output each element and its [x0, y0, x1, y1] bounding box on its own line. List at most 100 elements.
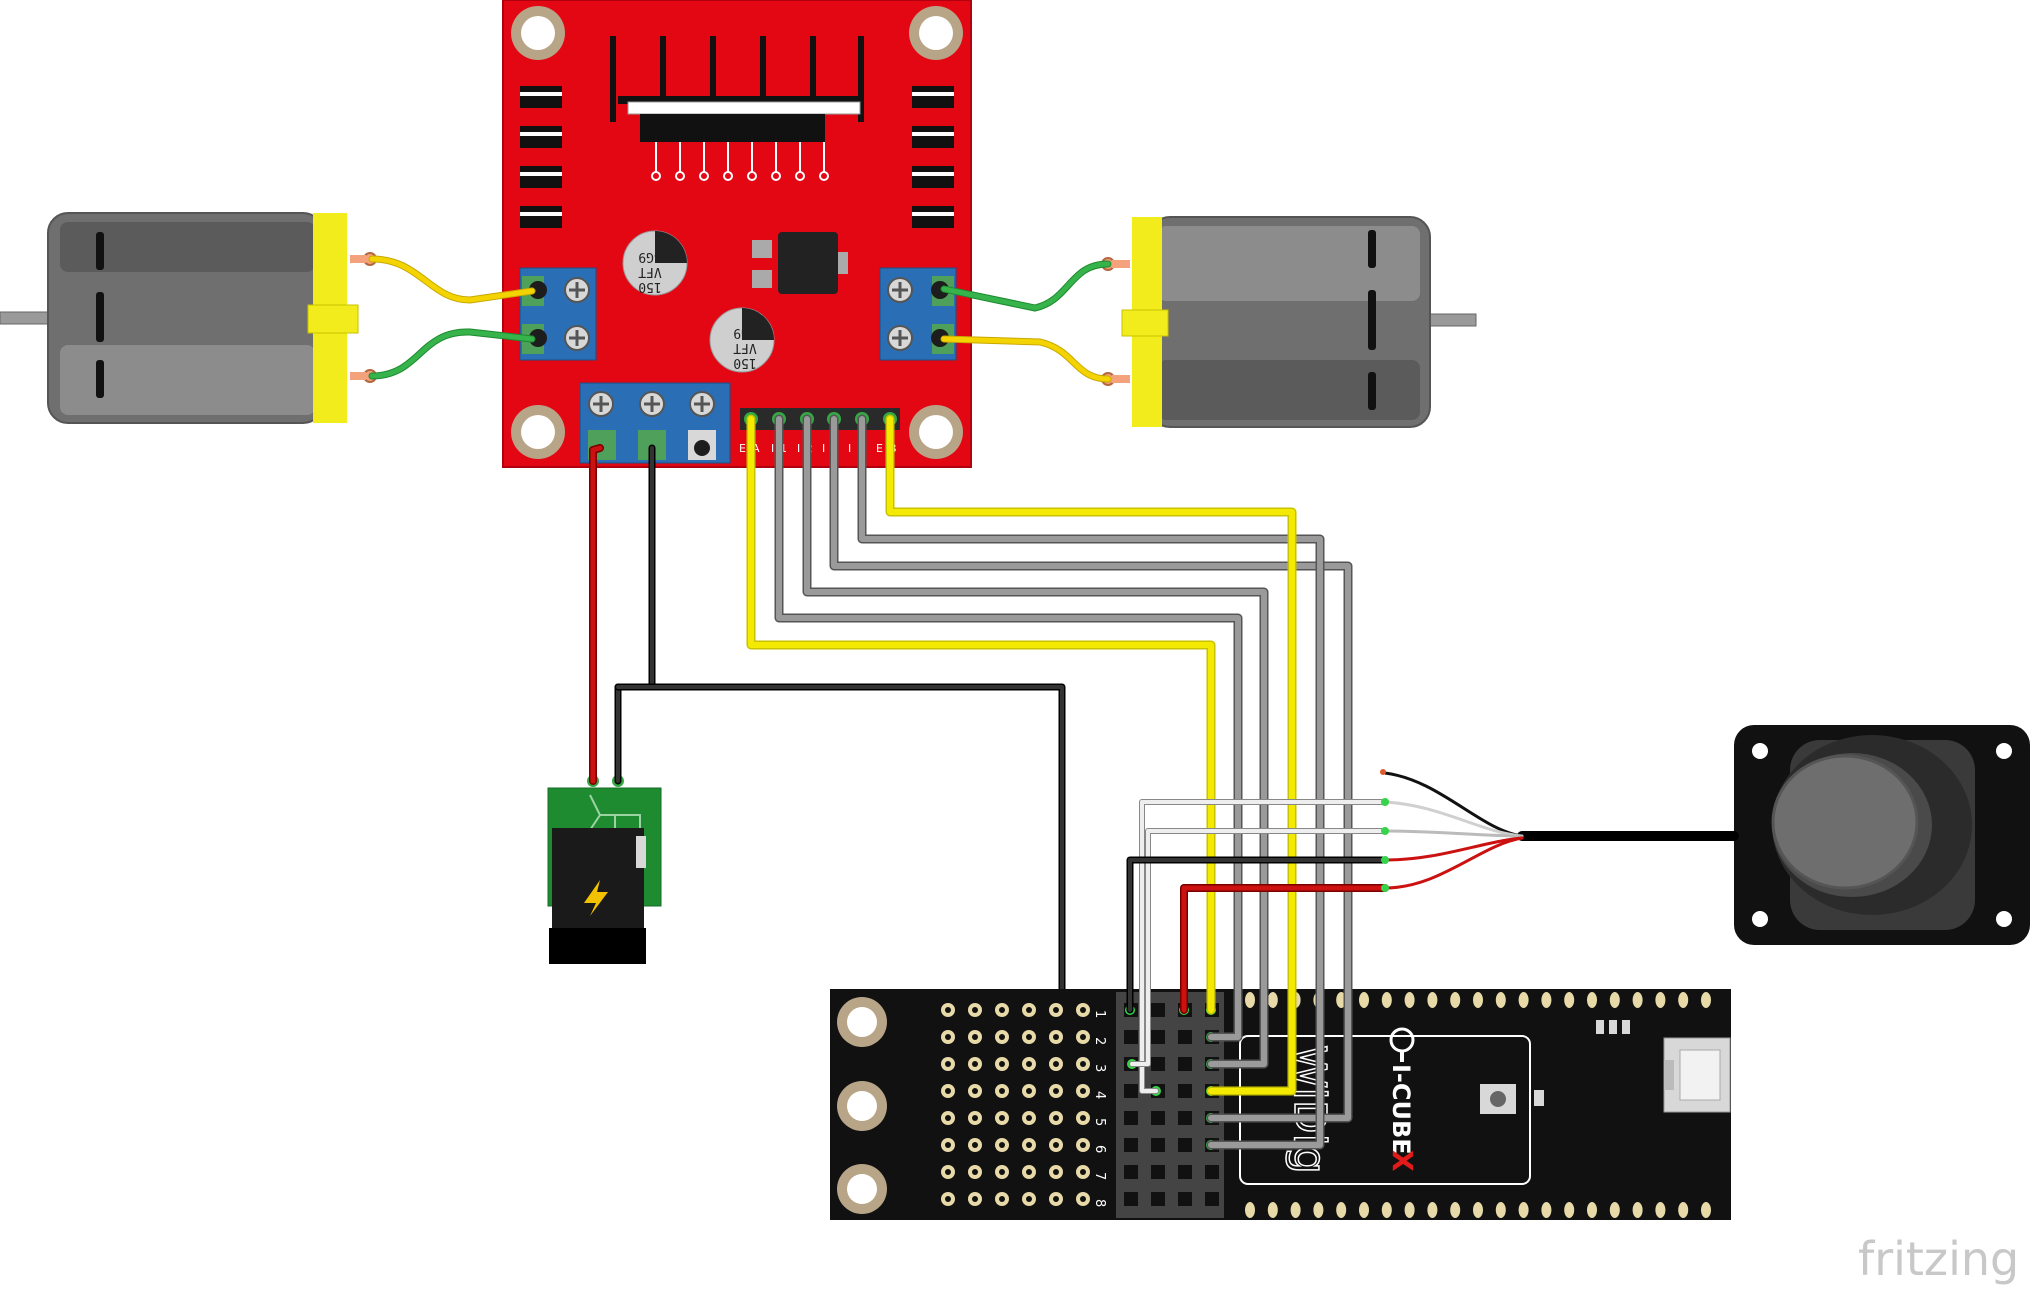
header-hole	[1124, 1084, 1138, 1098]
edge-pin	[1267, 1202, 1278, 1218]
header-hole	[1151, 1111, 1165, 1125]
edge-pin	[1587, 992, 1597, 1008]
header-hole	[1124, 1192, 1138, 1206]
wire-in2-gray	[804, 416, 1267, 1067]
header-hole	[1205, 1165, 1219, 1179]
edge-pin	[1678, 1202, 1689, 1218]
diode-array-left	[520, 86, 562, 228]
row-number: 3	[1092, 1064, 1107, 1072]
edge-pin	[1655, 1202, 1666, 1218]
edge-pin	[1587, 1202, 1597, 1218]
wire-in4-gray	[859, 416, 1323, 1148]
pin-label: A	[752, 442, 760, 455]
wire-joystick-white-1	[1140, 800, 1387, 1093]
wire-joystick-white-2	[1130, 829, 1387, 1066]
edge-pin	[1267, 992, 1278, 1008]
edge-pin	[1495, 1202, 1506, 1218]
joystick-knob	[1771, 754, 1919, 890]
header-hole	[1151, 1003, 1165, 1017]
edge-pin	[1632, 992, 1643, 1008]
dc-power-jack	[547, 775, 662, 964]
diode-array-right	[912, 86, 954, 228]
brand-label: I-CUBE	[1387, 1064, 1415, 1155]
capacitor-bottom: 150 VFT 4G9	[709, 307, 775, 373]
edge-pin	[1427, 1202, 1438, 1218]
edge-pin	[1404, 1202, 1415, 1218]
joystick-cable	[1380, 769, 1739, 890]
pin-label: I	[797, 442, 800, 455]
mounting-hole	[1996, 743, 2012, 759]
driver-pcb	[502, 0, 972, 468]
pin-label: I	[771, 442, 774, 455]
edge-pin	[1359, 992, 1369, 1008]
header-hole	[1205, 1192, 1219, 1206]
capacitor-top: 150 VFT 4G9	[622, 230, 688, 296]
power-terminal-block	[579, 382, 731, 464]
capacitor-top-line1: 150	[638, 279, 661, 294]
wire-in1-gray	[776, 416, 1241, 1040]
wire-power-black	[614, 444, 656, 785]
header-hole	[1178, 1138, 1192, 1152]
capacitor-top-line2: VFT	[638, 264, 662, 279]
capacitor-bottom-line3: 4G9	[733, 325, 756, 340]
controller-board: 1 2 3 4 5 6 7 8 WiDig I-CUBE X	[830, 989, 1731, 1220]
edge-pin	[1336, 1202, 1347, 1218]
capacitor-bottom-line1: 150	[733, 355, 756, 370]
header-row-numbers: 1 2 3 4 5 6 7 8	[1092, 1010, 1107, 1207]
terminal-block-left	[519, 267, 597, 361]
brand-logo: I-CUBE X	[1386, 1027, 1419, 1172]
edge-pin	[1313, 1202, 1324, 1218]
edge-pin	[1564, 992, 1575, 1008]
signal-wires	[746, 414, 1389, 1150]
edge-pin	[1245, 992, 1255, 1008]
wire-enb-yellow	[887, 416, 1295, 1094]
edge-pin	[1495, 992, 1506, 1008]
edge-pin	[1541, 1202, 1552, 1218]
joystick-module	[1734, 725, 2030, 945]
edge-pin	[1404, 992, 1415, 1008]
header-hole	[1151, 1057, 1165, 1071]
left-motor-shaft	[0, 311, 53, 325]
edge-pin	[1655, 992, 1666, 1008]
edge-pin	[1245, 1202, 1255, 1218]
brand-accent: X	[1386, 1150, 1419, 1172]
wire-joystick-red	[1181, 885, 1388, 1013]
header-hole	[1178, 1192, 1192, 1206]
row-number: 8	[1092, 1199, 1107, 1207]
edge-pin	[1518, 992, 1529, 1008]
edge-pin	[1701, 1202, 1711, 1218]
edge-pin	[1609, 1202, 1620, 1218]
left-motor	[0, 212, 377, 424]
row-number: 5	[1092, 1118, 1107, 1126]
header-hole	[1151, 1165, 1165, 1179]
row-number: 7	[1092, 1172, 1107, 1180]
header-hole	[1178, 1084, 1192, 1098]
motor-wires	[368, 255, 1112, 383]
edge-pin	[1701, 992, 1711, 1008]
header-hole	[1124, 1030, 1138, 1044]
edge-pin	[1427, 992, 1438, 1008]
wire-in3-gray	[831, 416, 1351, 1121]
row-number: 2	[1092, 1037, 1107, 1045]
header-hole	[1124, 1138, 1138, 1152]
edge-pin	[1381, 1202, 1392, 1218]
motor-driver-board: 150 VFT 4G9 150 VFT 4G9	[502, 0, 972, 468]
header-hole	[1178, 1111, 1192, 1125]
mounting-hole	[1752, 911, 1768, 927]
header-grid	[1116, 992, 1224, 1218]
header-hole	[1178, 1030, 1192, 1044]
reset-button	[1480, 1084, 1544, 1114]
edge-pin	[1518, 1202, 1529, 1218]
header-hole	[1151, 1192, 1165, 1206]
header-hole	[1151, 1030, 1165, 1044]
edge-pin	[1632, 1202, 1643, 1218]
edge-pin	[1473, 992, 1483, 1008]
fritzing-watermark: fritzing	[1858, 1232, 2019, 1286]
edge-pin	[1450, 992, 1461, 1008]
status-leds	[1596, 1020, 1630, 1034]
row-number: 1	[1092, 1010, 1107, 1018]
edge-pin	[1678, 992, 1689, 1008]
proto-area	[941, 1003, 1090, 1206]
header-hole	[1178, 1165, 1192, 1179]
